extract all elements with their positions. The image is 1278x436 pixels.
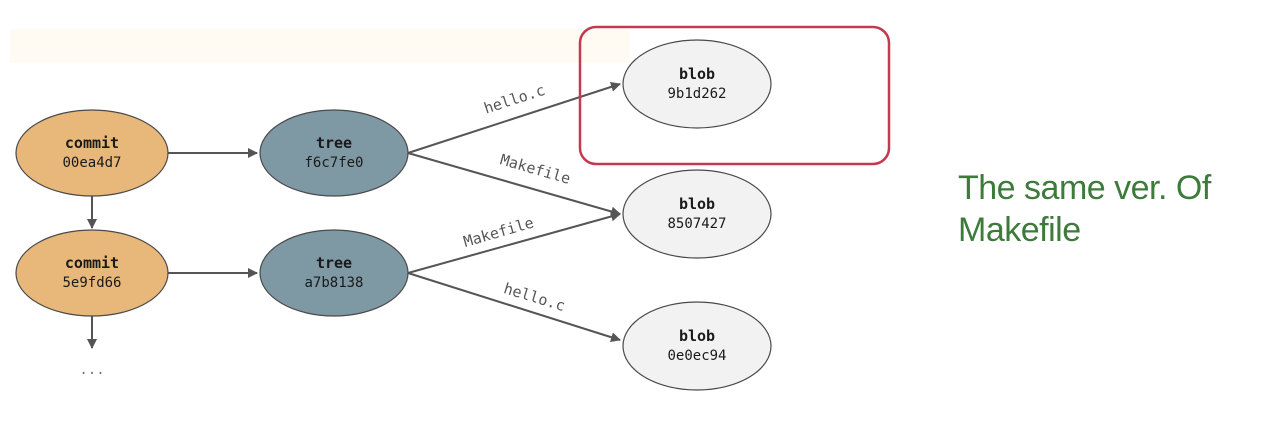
commit-node-kind: commit [65, 254, 119, 272]
blob-node-shape [622, 169, 772, 259]
blob-node-kind: blob [679, 65, 715, 83]
commit-node-kind: commit [65, 134, 119, 152]
commit-node-1: commit 00ea4d7 [15, 109, 169, 197]
tree-node-shape [259, 229, 409, 317]
commit-node-shape [15, 109, 169, 197]
commit-node-hash: 5e9fd66 [62, 275, 121, 291]
blob-node-hash: 0e0ec94 [667, 348, 726, 364]
edge-label-tree1-hello: hello.c [482, 81, 548, 118]
background-band [10, 29, 630, 63]
commit-node-shape [15, 229, 169, 317]
edge-tree2-blob2 [407, 211, 621, 274]
blob-node-2: blob 8507427 [622, 169, 772, 259]
blob-node-hash: 8507427 [667, 216, 726, 232]
highlight-box [578, 25, 891, 166]
blob-node-kind: blob [679, 195, 715, 213]
annotation-note: The same ver. Of Makefile [958, 169, 1211, 249]
edge-tree1-blob1 [407, 82, 621, 154]
tree-node-shape [259, 109, 409, 197]
edge-tree2-blob3 [407, 272, 621, 343]
edge-tree1-blob2 [407, 152, 621, 217]
tree-node-hash: f6c7fe0 [304, 155, 363, 171]
blob-node-kind: blob [679, 327, 715, 345]
blob-node-1: blob 9b1d262 [622, 39, 772, 129]
blob-node-3: blob 0e0ec94 [622, 301, 772, 391]
tree-node-1: tree f6c7fe0 [259, 109, 409, 197]
blob-node-hash: 9b1d262 [667, 86, 726, 102]
tree-node-hash: a7b8138 [304, 275, 363, 291]
edge-label-tree2-hello: hello.c [502, 279, 568, 315]
edge-label-tree2-makefile: Makefile [461, 214, 535, 251]
tree-node-kind: tree [316, 254, 352, 272]
tree-node-kind: tree [316, 134, 352, 152]
tree-node-2: tree a7b8138 [259, 229, 409, 317]
more-commits-ellipsis: ... [79, 362, 104, 378]
blob-node-shape [622, 39, 772, 129]
commit-node-2: commit 5e9fd66 [15, 229, 169, 317]
commit-node-hash: 00ea4d7 [62, 155, 121, 171]
blob-node-shape [622, 301, 772, 391]
